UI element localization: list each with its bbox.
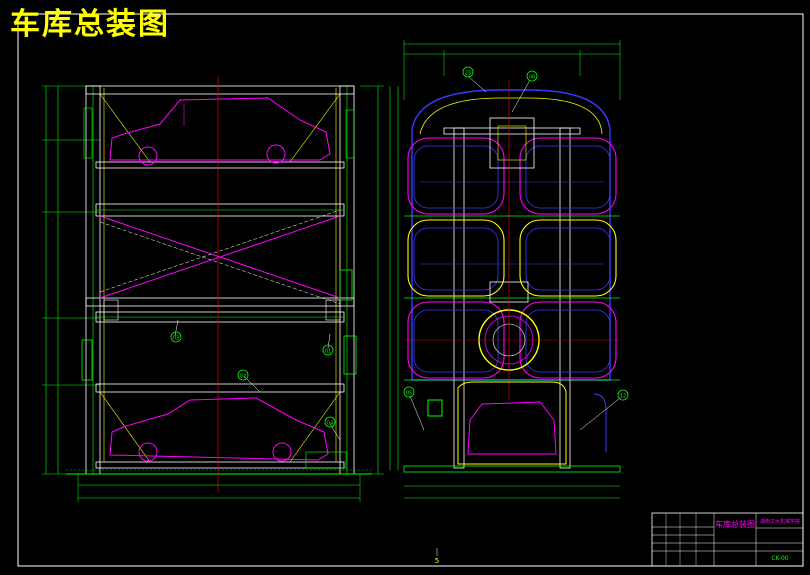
callout-12-label: 12: [620, 394, 626, 400]
side-view: 23 06 05 12: [389, 40, 629, 499]
callout-12: 12: [579, 389, 629, 431]
callout-04-label: 04: [327, 421, 333, 427]
sheet-border: [17, 13, 804, 567]
callout-06-label: 06: [529, 75, 535, 81]
drawing-title: 车库总装图: [10, 7, 170, 42]
sheet-center-mark: 5: [435, 557, 439, 565]
callout-05-label: 05: [406, 391, 412, 397]
title-block: 车库总装图 湖南工大机械学院 CK-00: [651, 512, 804, 567]
callout-01-label: 01: [325, 349, 331, 355]
callout-02-label: 02: [240, 374, 246, 380]
title-block-drawing-no: CK-00: [771, 555, 788, 562]
callout-02: 02: [237, 369, 261, 393]
title-block-school: 湖南工大机械学院: [760, 518, 800, 525]
callout-05: 05: [403, 386, 425, 431]
callout-03: 03: [170, 319, 182, 343]
callout-23-label: 23: [465, 71, 471, 77]
callout-04: 04: [324, 416, 341, 441]
callout-03-label: 03: [173, 336, 179, 342]
callout-23: 23: [462, 66, 487, 93]
callout-06: 06: [511, 70, 538, 113]
front-view: 03 01 02 04: [42, 76, 384, 502]
callout-01: 01: [322, 333, 334, 356]
title-block-drawing-name: 车库总装图: [715, 519, 755, 529]
